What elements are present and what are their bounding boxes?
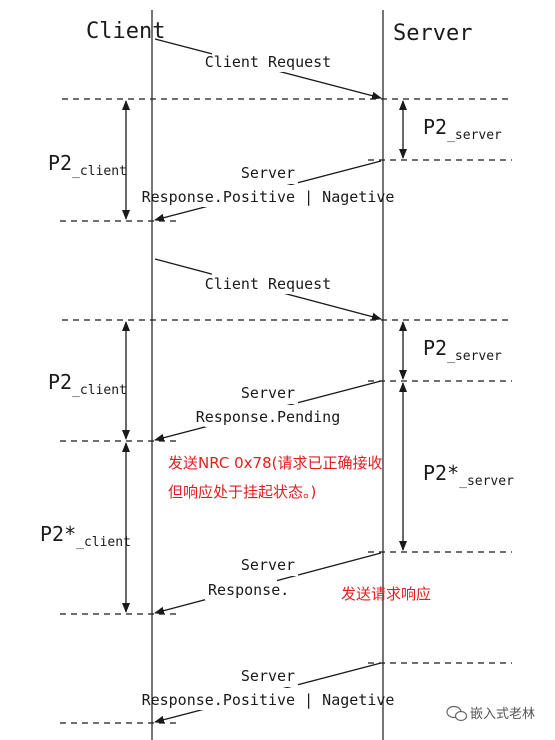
response-label: Response.	[208, 581, 289, 599]
message-labels: Client Request Server Response.Positive …	[142, 50, 395, 710]
timer-labels: P2_client P2_server P2_client P2_server …	[40, 115, 514, 550]
send-response-note: 发送请求响应	[341, 585, 431, 603]
p2-server-label: P2_server	[423, 115, 502, 143]
server-header: Server	[393, 21, 472, 46]
nrc-note-line2: 但响应处于挂起状态。)	[168, 483, 316, 501]
client-header: Client	[86, 19, 165, 44]
p2star-client-label: P2*_client	[40, 522, 131, 550]
watermark-text: 嵌入式老林	[470, 707, 535, 722]
watermark: 嵌入式老林	[446, 705, 535, 722]
nrc-note-line1: 发送NRC 0x78(请求已正确接收	[168, 454, 383, 472]
red-annotations: 发送NRC 0x78(请求已正确接收 但响应处于挂起状态。) 发送请求响应	[168, 454, 431, 603]
server-label: Server	[241, 164, 295, 182]
client-request-label: Client Request	[205, 275, 331, 293]
p2-client-label: P2_client	[48, 151, 127, 179]
client-request-label: Client Request	[205, 53, 331, 71]
response-label: Response.Positive | Nagetive	[142, 188, 395, 206]
response-pending-label: Response.Pending	[196, 408, 341, 426]
p2-server-label: P2_server	[423, 336, 502, 364]
server-label: Server	[241, 667, 295, 685]
wechat-icon	[446, 705, 468, 722]
server-label: Server	[241, 556, 295, 574]
server-label: Server	[241, 384, 295, 402]
dashed-timing-lines	[60, 98, 512, 724]
p2star-server-label: P2*_server	[423, 461, 514, 489]
p2-client-label: P2_client	[48, 370, 127, 398]
response-label: Response.Positive | Nagetive	[142, 691, 395, 709]
